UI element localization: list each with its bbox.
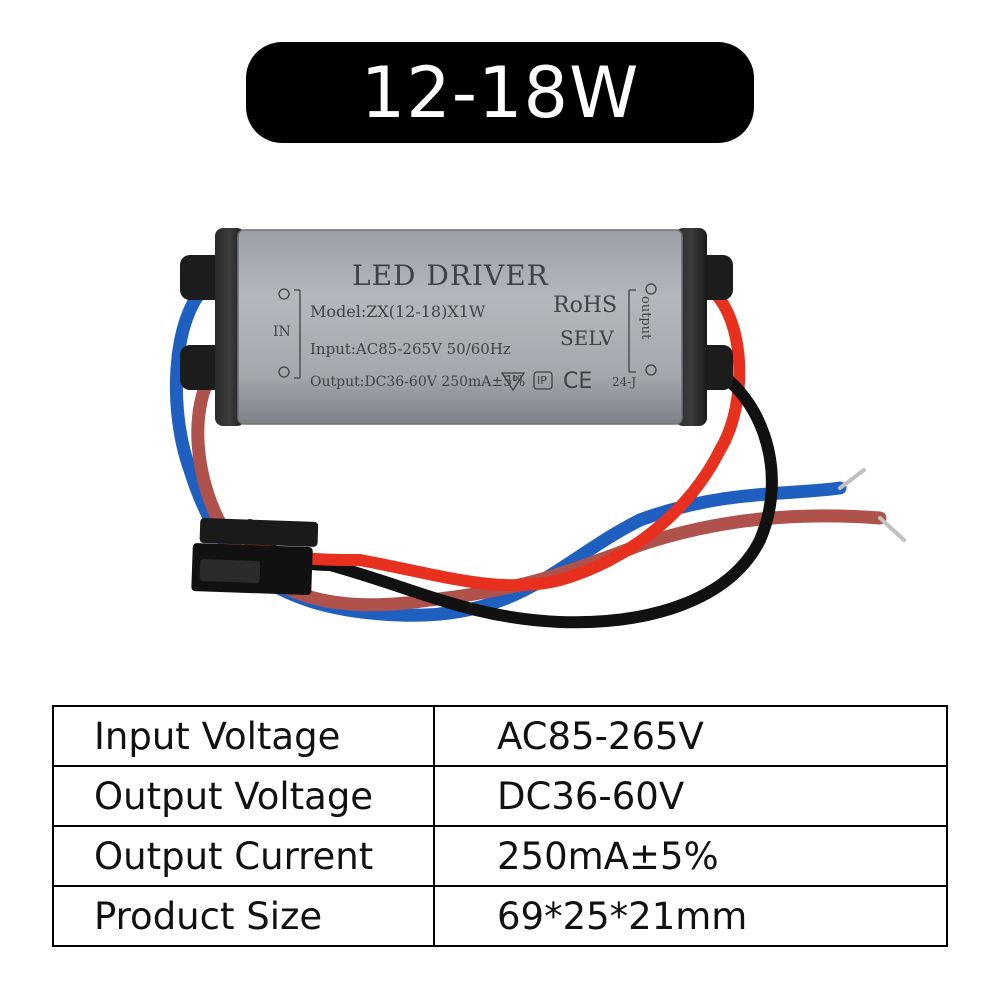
wattage-title: 12-18W [360,51,640,134]
table-row: Output Current 250mA±5% [52,825,948,887]
driver-input: Input:AC85-265V 50/60Hz [310,340,511,358]
spec-value: 250mA±5% [433,825,948,887]
wire-tips [838,468,906,542]
table-row: Output Voltage DC36-60V [52,765,948,827]
driver-model: Model:ZX(12-18)X1W [310,302,486,321]
ip-icon [533,371,553,390]
black-wire [324,359,778,629]
wattage-badge: 12-18W [246,42,754,143]
driver-housing [237,229,683,425]
batch-code: 24-J [612,375,636,389]
ip-mark: IP [537,374,547,387]
spec-table: Input Voltage AC85-265V Output Voltage D… [52,705,948,947]
driver-output: Output:DC36-60V 250mA±5% [310,374,525,390]
rohs-label: RoHS [553,293,617,318]
temp-mark: 110 [507,374,522,383]
spec-label: Input Voltage [52,705,435,767]
spec-value: 69*25*21mm [433,885,948,947]
housing-marks [278,283,657,392]
table-row: Product Size 69*25*21mm [52,885,948,947]
end-caps [180,228,733,426]
in-label: IN [273,324,291,340]
red-wire [354,279,746,592]
spec-value: AC85-265V [433,705,948,767]
output-label: output [638,296,653,340]
temp-triangle [500,372,526,392]
ce-mark: CE [563,369,592,394]
spec-label: Output Current [52,825,435,887]
driver-heading: LED DRIVER [352,259,549,292]
spec-label: Product Size [52,885,435,947]
plug-connector [191,518,319,596]
spec-value: DC36-60V [433,765,948,827]
table-row: Input Voltage AC85-265V [52,705,948,767]
housing-print: LED DRIVER Model:ZX(12-18)X1W Input:AC85… [273,259,653,394]
blue-wire [169,273,847,622]
selv-label: SELV [560,326,614,350]
led-driver-photo: LED DRIVER Model:ZX(12-18)X1W Input:AC85… [169,228,906,629]
spec-label: Output Voltage [52,765,435,827]
